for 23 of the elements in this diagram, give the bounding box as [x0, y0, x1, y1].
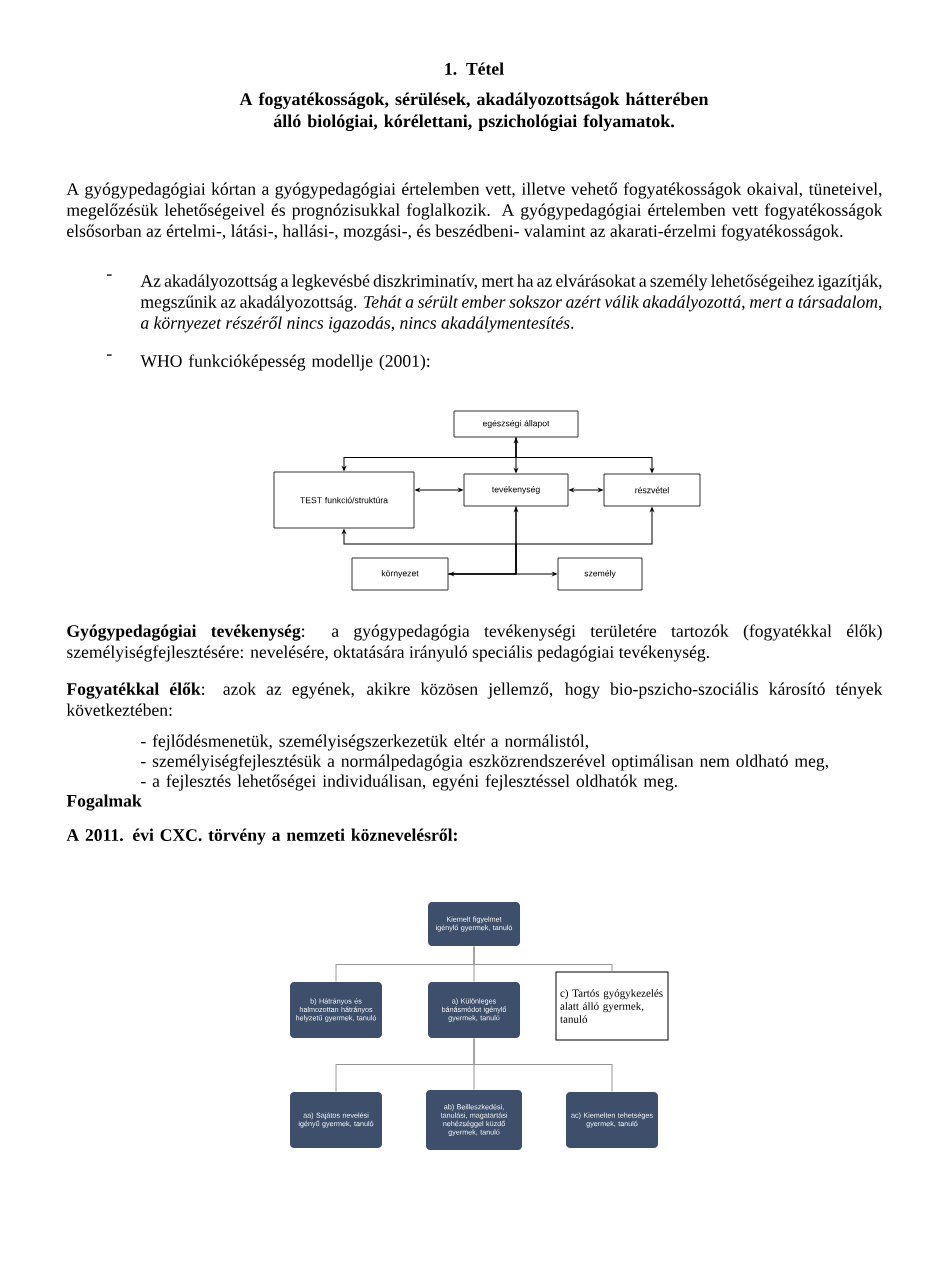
paragraph: A gyógypedagógiai kórtan a gyógypedagógiai értelemben vett, illetve vehető fogyatékosságok okaival, tüneteivel, megelőzésük lehetőségeivel és prognózisukkal foglalkozik. A gyógypedagógiai értelemben vett fogyatékosságok elsősorban az értelmi-, látási-, hallási-, mozgási-, és beszédbeni- valamint az akarati-érzelmi fogyatékosságok. — [66, 182, 883, 241]
connector-line — [473, 945, 613, 972]
arrow — [515, 505, 557, 576]
arrow — [447, 507, 654, 575]
section-title: 1. Tétel — [445, 62, 504, 75]
paragraph: Gyógypedagógiai tevékenység: a gyógypedagógia tevékenységi területére tartozók (fogyatékkal élők) személyiségfejlesztésére: nevelésére, oktatására irányuló speciális pedagógiai tevékenység. — [67, 624, 882, 662]
bullet-dash: - — [107, 274, 112, 276]
section-heading: A 2011. évi CXC. törvény a nemzeti köznevelésről: — [66, 828, 457, 845]
arrow — [449, 507, 518, 576]
list-item: - a fejlesztés lehetőségei individuálisan, egyéni fejlesztéssel oldhatók meg. — [141, 774, 677, 791]
arrow — [515, 436, 654, 473]
list-item: - fejlődésmenetük, személyiségszerkezetük eltér a normálistól, — [141, 734, 588, 751]
heading: A fogyatékosságok, sérülések, akadályozottságok hátterében álló biológiai, kórélettani, pszichológiai folyamatok. — [239, 92, 709, 132]
section-heading: Fogalmak — [66, 794, 142, 811]
bullet-dash: - — [107, 354, 112, 356]
paragraph: Fogyatékkal élők: azok az egyének, akikre közösen jellemző, hogy bio-pszicho-szociális károsító tények következtében: — [66, 682, 883, 717]
paragraph: Az akadályozottság a legkevésbé diszkriminatív, mert ha az elvárásokat a személy lehetőségeihez igazítják, megszűnik az akadályozottság. Tehát a sérült ember sokszor azért válik akadályozottá, mert a társadalom, a környezet részéről nincs igazodás, nincs akadálymentesítés. — [140, 274, 882, 333]
arrow — [569, 488, 603, 492]
connector-line — [473, 1037, 613, 1093]
arrow — [514, 438, 518, 473]
list-item: - személyiségfejlesztésük a normálpedagógia eszközrendszerével optimálisan nem oldható meg, — [141, 754, 828, 771]
arrow — [415, 488, 463, 492]
paragraph: WHO funkcióképesség modellje (2001): — [140, 354, 430, 371]
